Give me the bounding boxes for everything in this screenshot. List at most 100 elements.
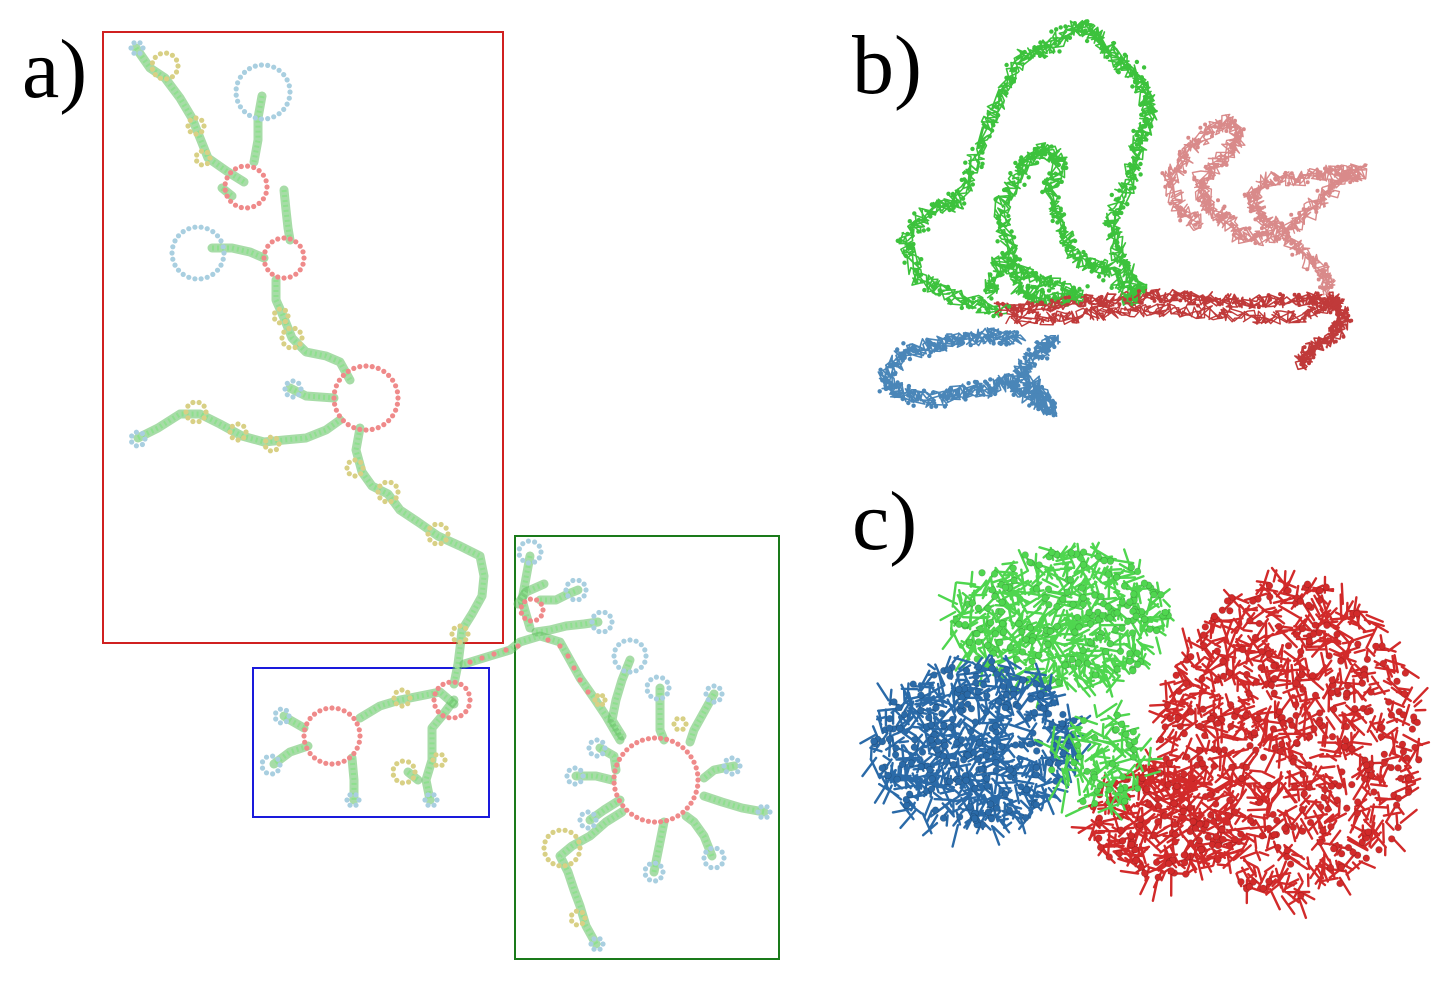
nucleotide-bead xyxy=(518,604,525,610)
bond-stick xyxy=(1224,642,1230,662)
hairpin-loop xyxy=(755,804,773,820)
atom-bead xyxy=(1219,163,1224,168)
atom-bead xyxy=(1072,300,1076,305)
atom-ball xyxy=(1111,626,1120,634)
atom-ball xyxy=(1068,655,1076,664)
atom-ball xyxy=(1030,708,1039,717)
bond-stick xyxy=(1282,570,1287,596)
nucleotide-bead xyxy=(406,759,412,765)
helix-stem-pairs xyxy=(515,581,546,606)
atom-ball xyxy=(1281,824,1289,832)
nucleotide-bead xyxy=(356,739,362,745)
atom-bead xyxy=(1099,260,1104,265)
nucleotide-bead xyxy=(579,909,586,916)
atom-bead xyxy=(1011,79,1016,84)
nucleotide-bead xyxy=(311,755,318,761)
nucleotide-bead xyxy=(238,163,244,170)
bond-stick xyxy=(1179,684,1193,693)
bond-stick xyxy=(1387,641,1402,653)
atom-bead xyxy=(1051,206,1057,211)
nucleotide-bead xyxy=(399,703,405,709)
atom-ball xyxy=(909,680,917,688)
atom-ball xyxy=(1090,734,1099,742)
atom-bead xyxy=(946,394,952,399)
multi-branch-loop xyxy=(261,235,307,281)
bond-stick xyxy=(950,682,956,696)
atom-ball xyxy=(1090,773,1099,781)
bond-stick xyxy=(1339,593,1343,620)
atom-ball xyxy=(1405,775,1413,783)
atom-ball xyxy=(991,630,1000,638)
atom-ball xyxy=(1226,607,1234,615)
domain-box-green xyxy=(514,535,780,960)
nucleotide-bead xyxy=(695,777,701,783)
atom-ball xyxy=(995,697,1003,706)
atom-bead xyxy=(1128,186,1134,191)
atom-bead xyxy=(1101,278,1106,283)
atom-bead xyxy=(1123,293,1128,298)
bond-stick xyxy=(968,605,974,623)
atom-bead xyxy=(1011,68,1016,73)
atom-ball xyxy=(884,771,892,780)
nucleotide-bead xyxy=(658,735,664,741)
atom-bead xyxy=(1099,40,1104,46)
bond-stick xyxy=(1036,790,1058,799)
atom-bead xyxy=(991,313,996,319)
atom-ball xyxy=(1320,793,1328,802)
nucleotide-bead xyxy=(602,745,608,751)
atom-ball xyxy=(1015,619,1023,628)
atom-bead xyxy=(1013,271,1019,276)
nucleotide-bead xyxy=(262,249,268,255)
atom-bead xyxy=(1297,247,1302,252)
atom-ball xyxy=(1237,774,1246,782)
bond-stick xyxy=(1255,710,1275,716)
bond-stick xyxy=(1040,654,1062,663)
atom-bead xyxy=(901,341,906,346)
atom-ball xyxy=(967,704,976,713)
atom-bead xyxy=(891,362,897,367)
atom-ball xyxy=(1176,722,1184,731)
atom-ball xyxy=(1321,785,1329,794)
atom-ball xyxy=(1075,623,1083,631)
nucleotide-bead xyxy=(252,115,258,121)
atom-ball xyxy=(1394,823,1402,832)
bond-stick xyxy=(1126,763,1137,776)
nucleotide-bead xyxy=(664,691,670,697)
nucleotide-bead xyxy=(394,389,400,395)
atom-bead xyxy=(1004,75,1009,81)
bond-stick xyxy=(1039,639,1046,652)
atom-bead xyxy=(968,342,973,348)
nucleotide-bead xyxy=(390,377,396,383)
atom-bead xyxy=(1096,274,1102,279)
atom-bead xyxy=(1192,300,1197,305)
nucleotide-bead xyxy=(285,313,291,319)
bond-stick xyxy=(1284,881,1298,890)
atom-bead xyxy=(1004,238,1009,244)
helix-stem-pairs xyxy=(353,427,487,685)
internal-loop xyxy=(671,716,689,732)
atom-bead xyxy=(1205,177,1210,182)
atom-bead xyxy=(883,375,888,380)
atom-ball xyxy=(1032,770,1040,779)
bond-stick xyxy=(1295,730,1315,739)
atom-bead xyxy=(1060,287,1065,292)
atom-bead xyxy=(1297,303,1302,307)
bond-stick xyxy=(1063,635,1083,647)
bond-stick xyxy=(1373,689,1391,696)
bond-stick xyxy=(951,824,960,848)
atom-bead xyxy=(993,286,998,292)
nucleotide-bead xyxy=(427,537,433,543)
nucleotide-bead xyxy=(620,751,626,757)
atom-ball xyxy=(1204,833,1212,841)
atom-ball xyxy=(1200,641,1208,650)
internal-loop xyxy=(592,693,608,707)
bond-stick xyxy=(957,679,968,689)
atoms-red xyxy=(995,289,1354,368)
nucleotide-bead xyxy=(562,863,568,869)
bond-stick xyxy=(1156,748,1178,759)
atom-ball xyxy=(1152,858,1161,867)
bond-stick xyxy=(1148,710,1169,720)
atom-bead xyxy=(932,400,937,406)
atom-ball xyxy=(1353,609,1361,618)
atom-bead xyxy=(1003,232,1008,238)
